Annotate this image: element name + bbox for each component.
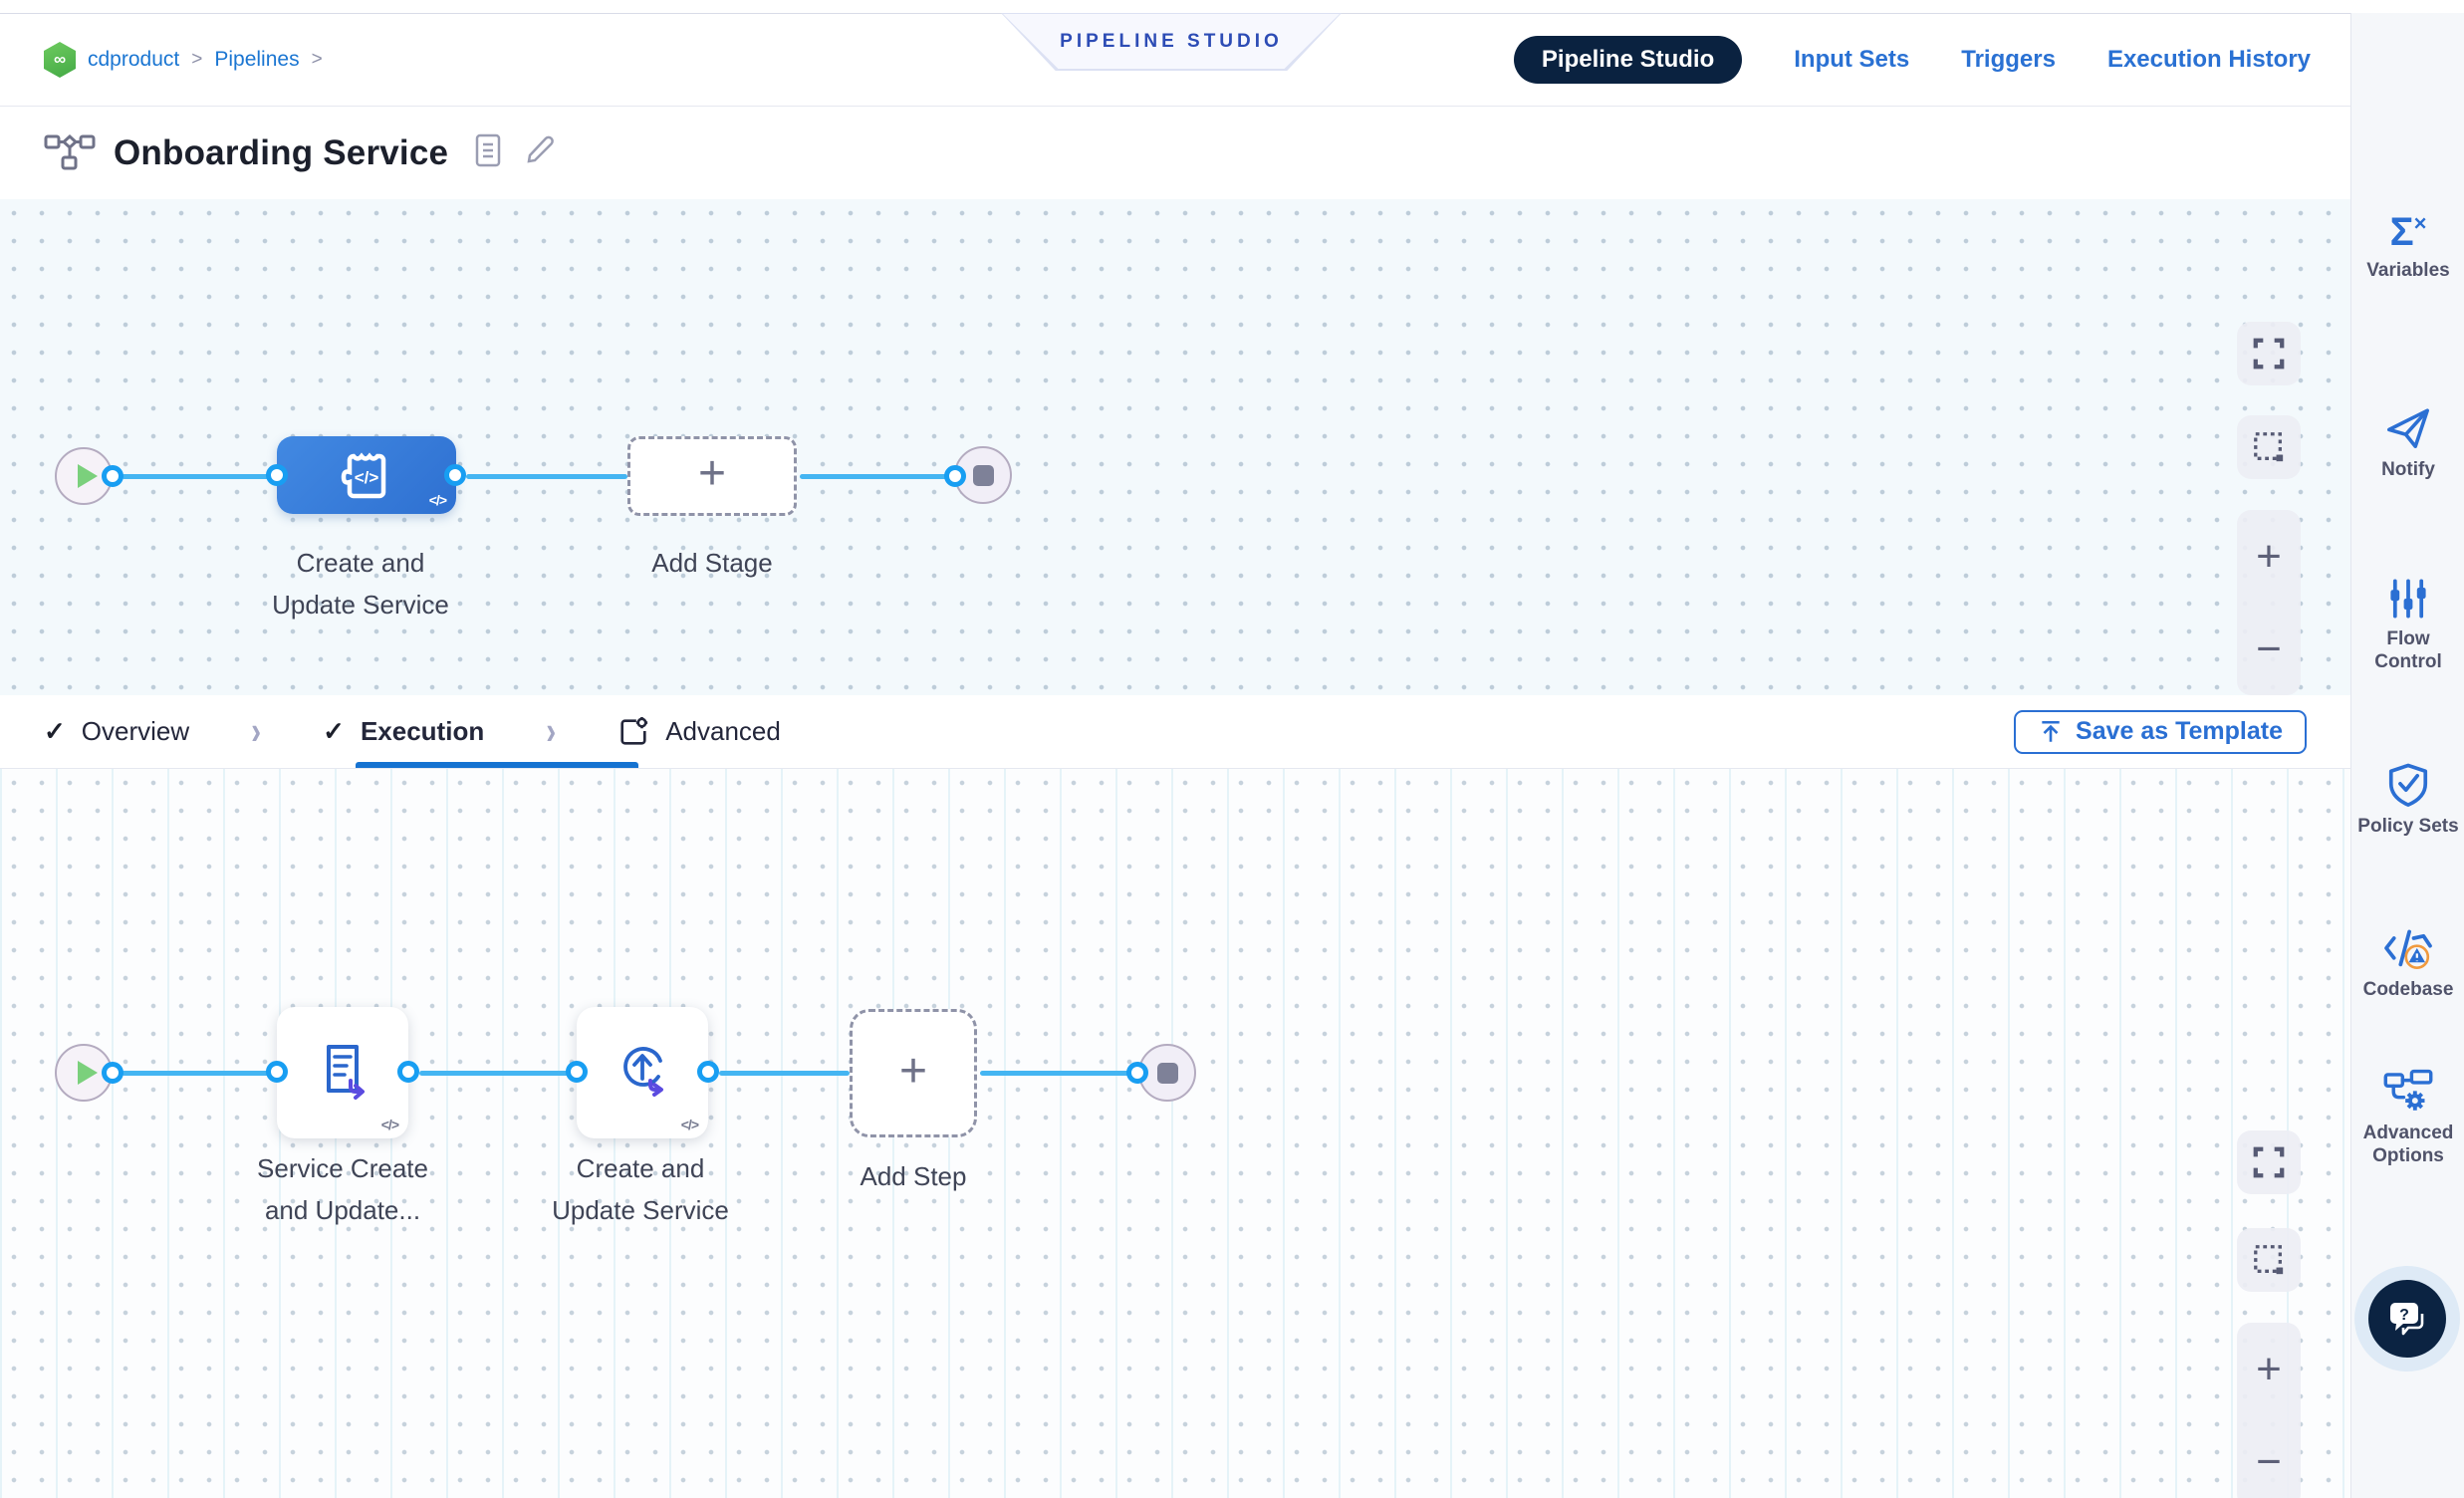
codebase-warning-icon [2384,929,2432,970]
check-icon: ✓ [44,716,66,746]
connector-dot [944,465,966,487]
breadcrumb-separator: > [311,49,323,70]
multi-select-button[interactable] [2237,415,2301,479]
plus-icon: + [697,447,727,500]
sidebar-item-advanced-options[interactable]: Advanced Options [2351,1069,2464,1168]
tab-triggers[interactable]: Triggers [1961,46,2056,73]
svg-text:?: ? [2399,1307,2409,1324]
page-title: Onboarding Service [114,132,449,172]
play-icon [77,1061,98,1085]
connector-dot [266,1061,288,1083]
code-badge: </> [428,492,447,508]
stage-canvas: </> </> + Create and Update Service Add … [0,199,2350,695]
check-icon: ✓ [323,716,345,746]
connection-line [800,474,949,479]
paper-plane-icon [2387,408,2429,448]
breadcrumb-project-link[interactable]: cdproduct [88,48,180,71]
pipeline-graph-icon [44,128,96,177]
step-node-service-create-and-update[interactable]: </> [277,1007,408,1138]
add-step-label: Add Step [860,1161,967,1191]
play-icon [77,464,98,488]
sidebar-item-variables[interactable]: Σ× Variables [2366,210,2450,281]
zoom-controls: + − [2237,1323,2301,1498]
cd-module-icon: ∞ [44,42,76,78]
chevron-right-icon: › [251,709,262,753]
edit-pencil-icon[interactable] [524,134,556,171]
stop-icon [1156,1062,1178,1084]
code-badge: </> [380,1117,399,1132]
breadcrumb-separator: > [191,49,203,70]
zoom-controls: + − [2237,510,2301,695]
step-label: Create and Update Service [552,1153,729,1225]
variables-icon: Σ× [2389,210,2427,254]
sidebar-item-notify[interactable]: Notify [2351,403,2464,482]
pipeline-header: Onboarding Service [0,107,2350,199]
save-as-template-button[interactable]: Save as Template [2014,709,2307,754]
fullscreen-button[interactable] [2237,322,2301,385]
chevron-right-icon: › [546,709,557,753]
connector-dot [444,464,466,486]
stage-node-create-and-update-service[interactable]: </> </> [277,436,456,514]
step-node-create-and-update-service[interactable]: </> [577,1007,708,1138]
stop-icon [972,464,994,486]
tab-input-sets[interactable]: Input Sets [1794,46,1910,73]
code-badge: </> [680,1117,699,1132]
fullscreen-button[interactable] [2237,1130,2301,1194]
terraform-plan-step-icon [327,1045,365,1100]
advanced-gear-doc-icon [620,716,648,745]
tab-execution-history[interactable]: Execution History [2106,46,2311,73]
add-stage-button[interactable]: + [627,436,797,516]
terraform-apply-step-icon [623,1047,663,1097]
shield-check-icon [2388,763,2428,807]
connector-dot [102,1062,123,1084]
add-stage-label: Add Stage [651,548,773,578]
connection-line [719,1071,850,1076]
top-nav: Pipeline Studio Input Sets Triggers Exec… [1513,36,2311,84]
upload-icon [2042,720,2060,742]
pipeline-studio-banner: PIPELINE STUDIO [1001,13,1342,71]
connector-dot [566,1061,588,1083]
plus-icon: + [898,1044,928,1098]
sidebar-item-codebase[interactable]: Codebase [2351,927,2464,1002]
multi-select-button[interactable] [2237,1228,2301,1292]
right-toolbar: Σ× Variables Notify Flow Control Policy … [2350,13,2464,1498]
tab-pipeline-studio[interactable]: Pipeline Studio [1513,36,1743,84]
stage-label: Create and Update Service [272,548,449,620]
help-chat-button[interactable]: ? [2368,1280,2446,1358]
stage-config-tabbar: ✓ Overview › ✓ Execution › Advanced Save… [0,695,2350,769]
tab-execution[interactable]: ✓ Execution [323,716,485,746]
connector-dot [102,465,123,487]
connection-line [466,474,627,479]
zoom-out-button[interactable]: − [2256,1436,2282,1486]
execution-step-canvas: </> </> + Service Create and Update... C… [0,769,2350,1498]
tab-overview[interactable]: ✓ Overview [44,716,190,746]
breadcrumb-pipelines-link[interactable]: Pipelines [214,48,300,71]
tab-advanced[interactable]: Advanced [617,716,781,748]
connector-dot [697,1061,719,1083]
graph-gear-icon [2383,1069,2433,1111]
svg-text:</>: </> [355,468,379,487]
add-step-button[interactable]: + [850,1009,977,1137]
pipeline-studio-banner-label: PIPELINE STUDIO [1003,14,1340,69]
connector-dot [1126,1062,1148,1084]
zoom-in-button[interactable]: + [2256,531,2282,581]
custom-stage-icon: </> [341,452,386,499]
flow-control-sliders-icon [2390,579,2426,619]
description-doc-icon[interactable] [474,133,502,172]
active-tab-underline [356,762,638,768]
connector-dot [266,464,288,486]
breadcrumb: ∞ cdproduct > Pipelines > [44,42,323,78]
step-label: Service Create and Update... [257,1153,428,1225]
chat-question-icon: ? [2390,1303,2424,1336]
connection-line [419,1071,577,1076]
connection-line [122,1071,279,1076]
connector-dot [397,1061,419,1083]
connection-line [122,474,281,479]
zoom-in-button[interactable]: + [2256,1344,2282,1393]
connection-line [980,1071,1129,1076]
sidebar-item-flow-control[interactable]: Flow Control [2351,577,2464,674]
sidebar-item-policy-sets[interactable]: Policy Sets [2351,762,2464,839]
zoom-out-button[interactable]: − [2256,624,2282,673]
